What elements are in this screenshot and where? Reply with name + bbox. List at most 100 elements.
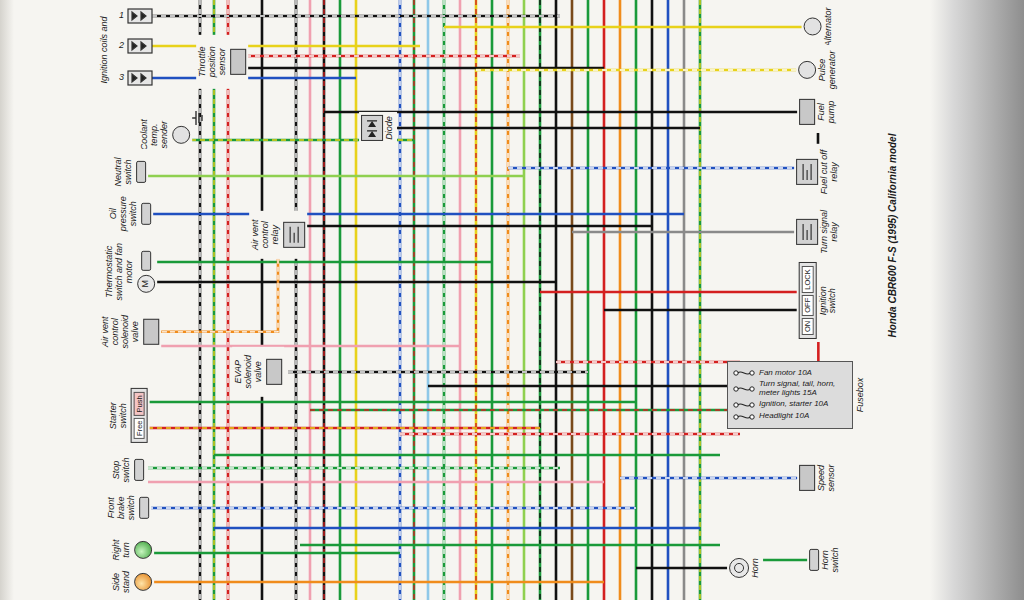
wire <box>699 0 702 600</box>
wire-stripe <box>475 0 476 600</box>
fuse-link <box>738 388 750 390</box>
switch-group: Stop switch <box>110 449 146 491</box>
wire <box>261 0 264 600</box>
switch-group: Neutral switch <box>112 149 148 195</box>
wire <box>296 225 652 228</box>
wire <box>540 291 805 294</box>
wire <box>148 467 560 470</box>
wire <box>399 0 402 600</box>
component-label: Fuel cut off relay <box>820 147 840 197</box>
switch-position: LOCK <box>802 266 814 292</box>
wire-stripe <box>476 69 805 70</box>
relay-box: Air vent control relay <box>249 211 307 259</box>
component-label: Oil pressure switch <box>109 193 139 235</box>
fuse-symbol <box>733 412 755 422</box>
start-symbol: FreePush <box>130 388 148 443</box>
sw-symbol <box>139 497 149 519</box>
sensor-box: Speed sensor <box>797 457 839 499</box>
wire <box>323 0 326 600</box>
circ-symbol <box>798 61 816 79</box>
page-edge-shadow <box>930 0 1024 600</box>
diode-triangle <box>368 121 376 137</box>
fusebox: FuseboxFan motor 10ATurn signal, tail, h… <box>727 361 853 429</box>
wire-stripe <box>161 259 278 332</box>
wire-stripe <box>152 15 560 16</box>
indicator-lamp: Side stand <box>110 562 154 600</box>
component-label: Alternator <box>824 7 834 46</box>
wire-connector <box>817 342 820 361</box>
relay-symbol <box>796 159 818 185</box>
wire <box>443 0 446 600</box>
wire-stripe <box>443 0 444 600</box>
fuse-label: Headlight 10A <box>759 412 809 421</box>
wire-bus <box>200 0 700 600</box>
fuse-row: Headlight 10A <box>733 412 847 422</box>
fuse-symbol <box>733 384 755 394</box>
component-label: Starter switch <box>109 395 129 437</box>
component-label: Horn <box>751 558 761 578</box>
wire <box>507 0 510 600</box>
fuse-symbol <box>733 368 755 378</box>
circ-symbol <box>804 18 822 36</box>
fuse-row: Fan motor 10A <box>733 368 847 378</box>
fan-symbol: M <box>137 251 155 293</box>
wire-stripe <box>508 167 805 168</box>
component-label: Stop switch <box>112 452 132 488</box>
fuse-terminal <box>734 402 738 406</box>
wire <box>152 77 356 80</box>
callout-number: 3 <box>119 73 124 83</box>
wire-stripe <box>556 361 740 362</box>
wire <box>523 0 526 600</box>
wire <box>539 0 542 600</box>
wire-stripe <box>323 0 324 600</box>
callout-number: 2 <box>119 41 124 51</box>
switch-symbol <box>141 251 151 271</box>
wire <box>148 507 636 510</box>
relay-line <box>803 224 811 240</box>
sw-symbol <box>134 459 144 481</box>
wire <box>355 0 358 600</box>
component-label: Fuel pump <box>817 94 837 130</box>
fuse-label: Turn signal, tail, horn, meter lights 15… <box>759 380 847 398</box>
wire <box>572 231 805 234</box>
component-label: Throttle position sensor <box>198 38 228 86</box>
wire-stripe <box>399 0 400 600</box>
wire <box>148 581 604 584</box>
wire <box>604 309 805 312</box>
fusebox-heading-holder: Fusebox <box>852 362 870 428</box>
wire <box>152 45 420 48</box>
fuse-link <box>738 403 750 405</box>
box-symbol <box>143 319 159 345</box>
switch-position: M <box>141 280 150 288</box>
wire <box>213 0 216 600</box>
wire <box>603 0 606 600</box>
wire <box>148 427 540 430</box>
component-label: Air vent control relay <box>251 214 281 256</box>
component-label: Turn signal relay <box>820 207 840 257</box>
component-label: Horn switch <box>821 542 841 578</box>
component-label: Neutral switch <box>114 152 134 192</box>
wire <box>667 0 670 600</box>
wire-connector <box>161 259 278 332</box>
wire <box>428 385 740 388</box>
ignition-coil-symbols <box>128 9 152 85</box>
ignition-switch-box: ONOFFLOCKIgnition switch <box>797 259 840 342</box>
wire-stripe <box>213 0 214 600</box>
wire <box>288 371 588 374</box>
component-label: Speed sensor <box>817 460 837 496</box>
wire-branches <box>148 16 812 582</box>
wire-stripe <box>288 371 588 372</box>
sw-symbol <box>809 549 819 571</box>
wire <box>620 477 805 480</box>
wire <box>148 175 524 178</box>
fan-motor-group: Thermostatic switch and fan motorM <box>103 240 157 304</box>
lampO-symbol <box>134 573 152 591</box>
sw-symbol <box>141 203 151 225</box>
wire <box>310 409 740 412</box>
wire <box>476 69 805 72</box>
solenoid-box: Air vent control solenoid valve <box>99 307 161 357</box>
pump-box: Fuel pump <box>797 91 839 133</box>
wire <box>148 481 604 484</box>
relay-contacts <box>286 225 302 245</box>
